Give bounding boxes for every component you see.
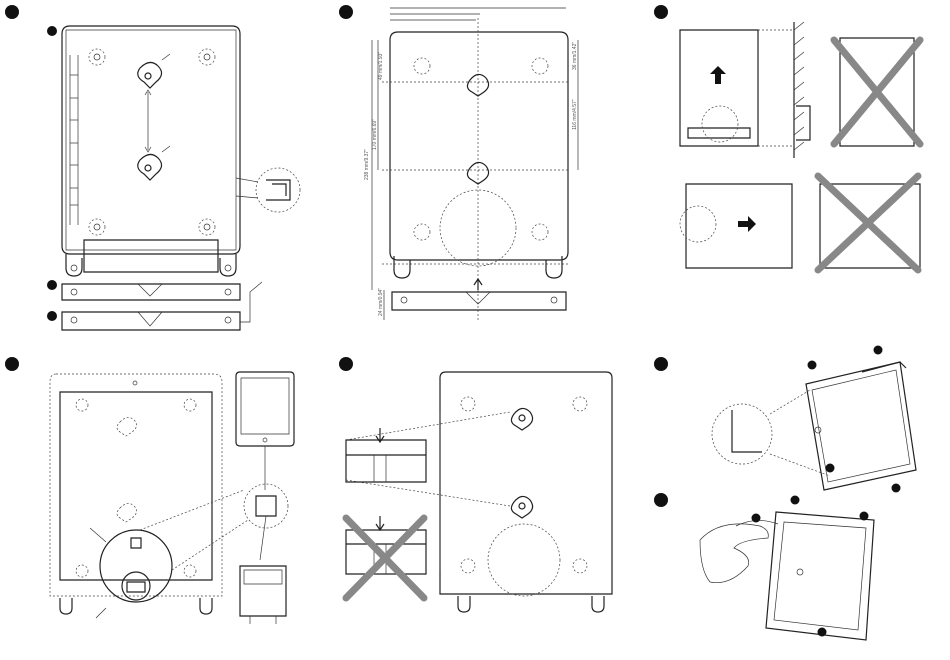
- bottom-strip-1: [62, 284, 240, 300]
- cross-out-icon-2: [818, 176, 918, 270]
- dim-label-2: 170 mm/6.69": [372, 119, 378, 150]
- step-marker-1: [5, 5, 19, 19]
- bottom-strip-2: [62, 312, 240, 330]
- panel-2-dimensions: 49 mm/1.93" 170 mm/6.69" 238 mm/9.37" 11…: [364, 8, 578, 320]
- panel-4-back-view: [50, 372, 294, 624]
- dim-label-5: 36 mm/1.42": [572, 42, 578, 70]
- panel-7-press-tablet: [700, 496, 874, 641]
- step-marker-1a: [47, 26, 57, 36]
- dim-label-6: 24 mm/0.94": [378, 288, 384, 316]
- keyhole-top: [138, 62, 162, 88]
- step-marker-3: [654, 5, 668, 19]
- panel-6-insert-tablet: [712, 346, 916, 493]
- keyhole-bottom: [138, 154, 162, 180]
- cross-out-icon-1: [834, 40, 920, 144]
- panel-3-orientation: [680, 22, 920, 270]
- step-marker-5: [339, 357, 353, 371]
- step-marker-1b: [47, 280, 57, 290]
- step-marker-1c: [47, 311, 57, 321]
- panel-1-back-plate: [62, 26, 300, 330]
- step-marker-2: [339, 5, 353, 19]
- step-marker-6: [654, 357, 668, 371]
- arrow-right-icon: [738, 216, 756, 232]
- step-marker-4: [5, 357, 19, 371]
- step-marker-7: [654, 493, 668, 507]
- dim-label-3: 238 mm/9.37": [364, 149, 370, 180]
- dim-label-1: 49 mm/1.93": [378, 52, 384, 80]
- panel-5-screw-detail: [346, 372, 612, 612]
- arrow-up-icon: [710, 66, 726, 84]
- dim-label-4: 116 mm/4.57": [572, 99, 578, 130]
